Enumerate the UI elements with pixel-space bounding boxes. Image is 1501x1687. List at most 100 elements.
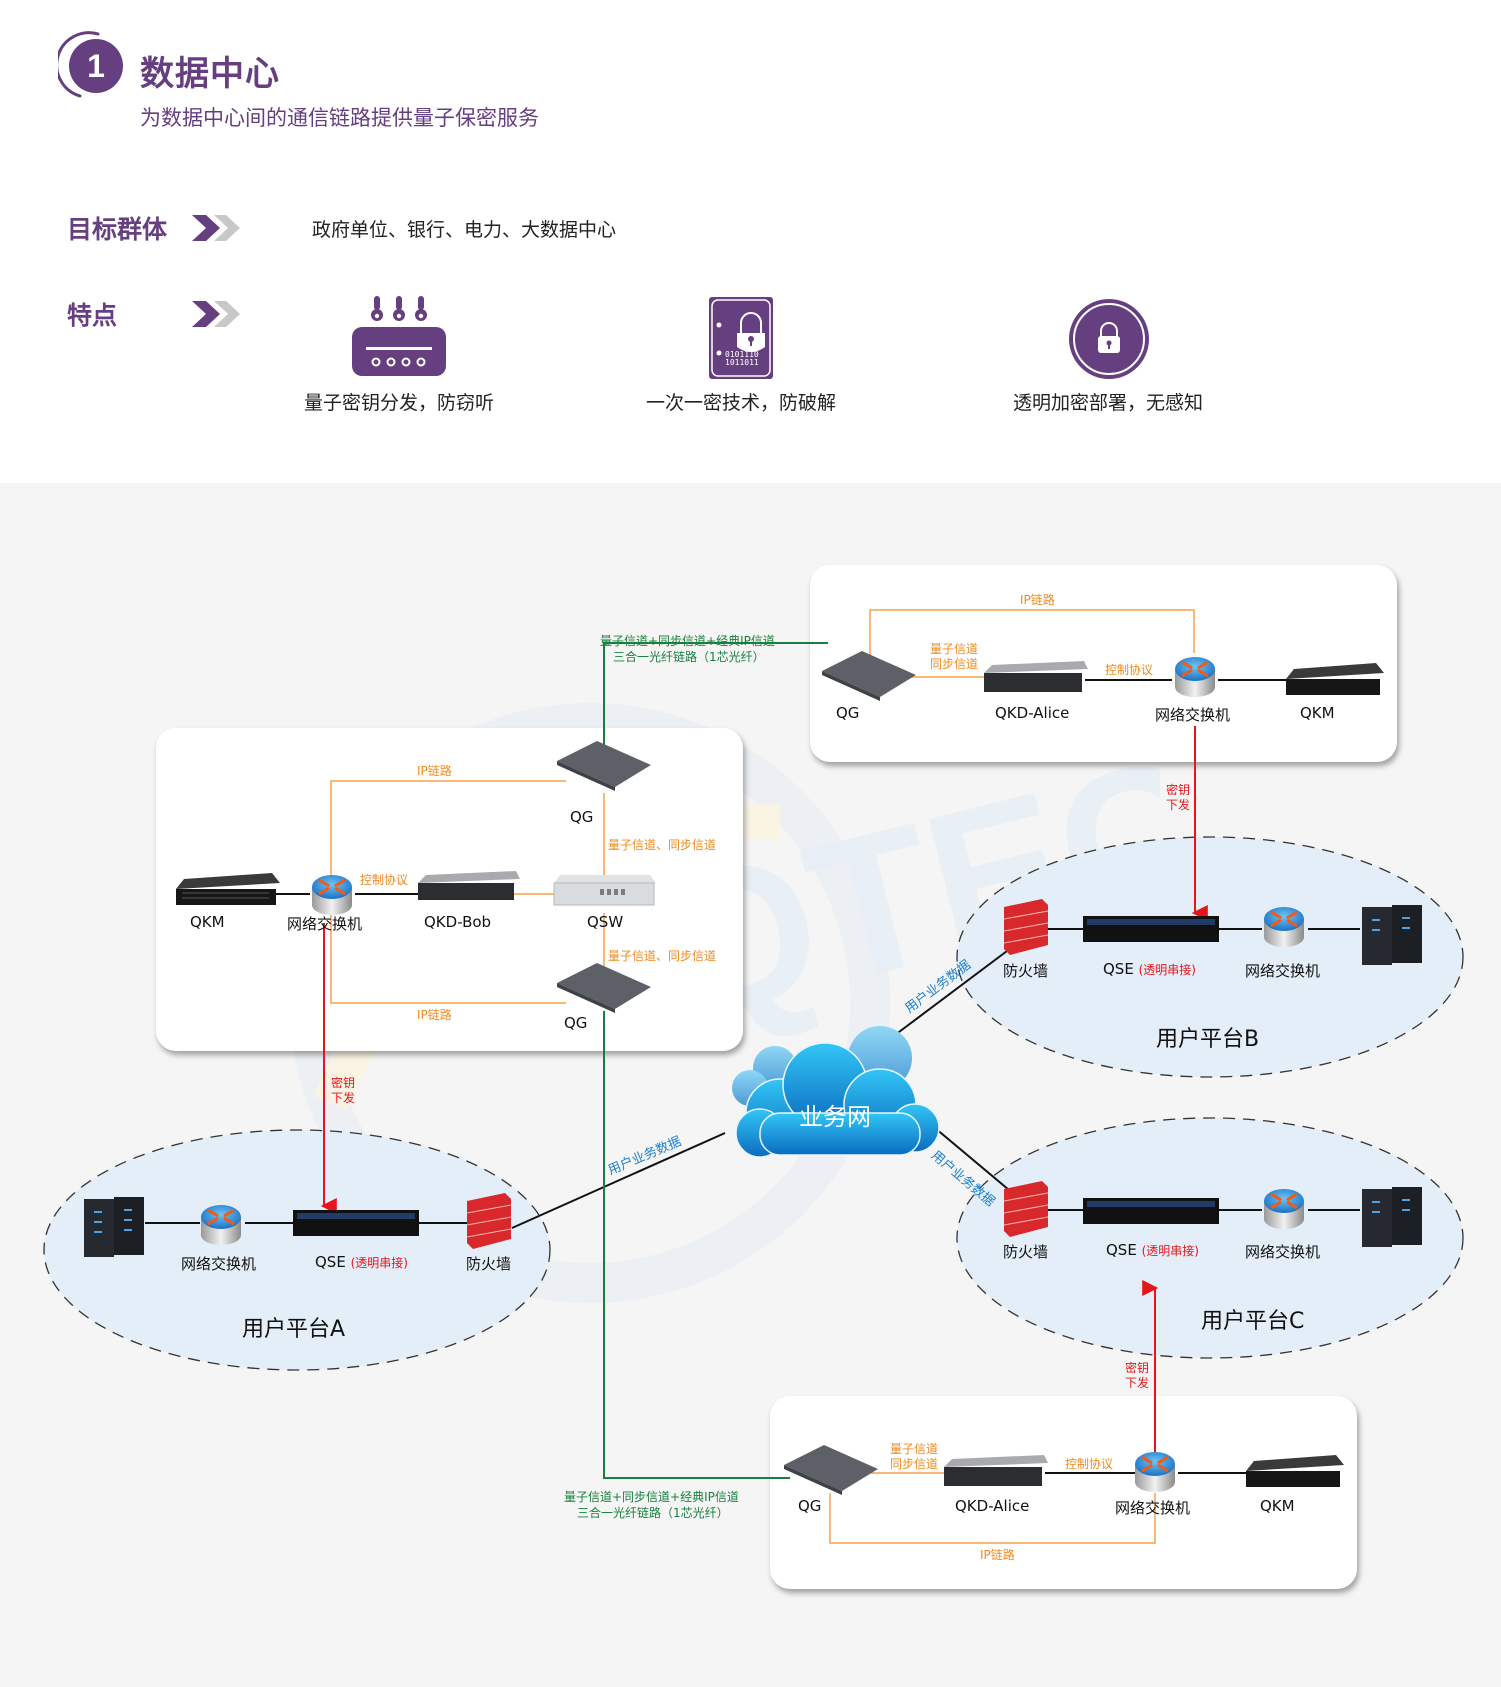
- qse-name: QSE: [315, 1253, 346, 1271]
- site-c-qkd-label: QKD-Alice: [955, 1497, 1030, 1515]
- center-control-protocol: 控制协议: [360, 873, 409, 887]
- site-c-channel-1: 量子信道: [890, 1442, 939, 1456]
- site-b-channel-1: 量子信道: [930, 642, 979, 656]
- center-ip-link-top: IP链路: [417, 764, 452, 778]
- qkm-server-icon: [176, 873, 280, 905]
- platform-c-qse-label: QSE (透明串接): [1106, 1241, 1199, 1259]
- center-qg-top-label: QG: [570, 808, 594, 826]
- user-data-link-c: [934, 1127, 1016, 1196]
- features-label: 特点: [67, 301, 118, 330]
- badge-number: 1: [87, 48, 105, 84]
- double-chevron-icon: [192, 301, 240, 327]
- platform-b-name: 用户平台B: [1156, 1027, 1260, 1052]
- platform-c-name: 用户平台C: [1201, 1309, 1305, 1334]
- circle-lock-icon: [1069, 299, 1149, 379]
- user-data-link-a: [511, 1132, 726, 1229]
- qkd-alice-device-icon: [984, 661, 1088, 692]
- qkd-bob-device-icon: [418, 871, 520, 900]
- fiber-link-top: [603, 642, 828, 755]
- target-group-value: 政府单位、银行、电力、大数据中心: [312, 219, 617, 241]
- server-rack-icon: [84, 1197, 144, 1257]
- qg-device-icon: [822, 651, 916, 701]
- platform-a-area: [43, 1129, 551, 1371]
- platform-c-switch-label: 网络交换机: [1245, 1243, 1321, 1261]
- network-switch-icon: [1264, 1189, 1304, 1229]
- platform-b-firewall-label: 防火墙: [1003, 962, 1049, 980]
- page-title: 数据中心: [140, 54, 280, 94]
- qkm-server-icon: [1246, 1455, 1344, 1487]
- feature-label-2: 一次一密技术，防破解: [645, 392, 836, 414]
- qse-device-icon: [293, 1210, 419, 1236]
- cloud-label: 业务网: [799, 1103, 871, 1131]
- network-switch-icon: [1175, 657, 1215, 697]
- platform-c-firewall-label: 防火墙: [1003, 1243, 1049, 1261]
- feature-label-1: 量子密钥分发，防窃听: [303, 392, 494, 414]
- center-ip-link-bottom: IP链路: [417, 1008, 452, 1022]
- network-switch-icon: [312, 875, 352, 915]
- fiber-link-bottom: [603, 1011, 790, 1479]
- site-b-switch-label: 网络交换机: [1155, 706, 1231, 724]
- site-c-qkm-label: QKM: [1260, 1497, 1295, 1515]
- platform-a-switch-label: 网络交换机: [181, 1255, 257, 1273]
- qkd-alice-device-icon: [944, 1455, 1048, 1486]
- center-qkm-label: QKM: [190, 913, 225, 931]
- key-delivery-c-1: 密钥: [1125, 1361, 1150, 1375]
- qsw-device-icon: [553, 875, 656, 906]
- fiber-bottom-label-1: 量子信道+同步信道+经典IP信道: [564, 1490, 739, 1504]
- key-delivery-c-2: 下发: [1125, 1376, 1150, 1390]
- platform-a-qse-label: QSE (透明串接): [315, 1253, 408, 1271]
- platform-a-name: 用户平台A: [242, 1317, 346, 1342]
- qg-device-icon: [784, 1445, 878, 1495]
- key-delivery-a-1: 密钥: [331, 1076, 356, 1090]
- page-subtitle: 为数据中心间的通信链路提供量子保密服务: [140, 106, 539, 130]
- platform-ellipses: [43, 836, 1464, 1371]
- platform-a-firewall-label: 防火墙: [466, 1255, 512, 1273]
- center-qg-bottom-label: QG: [564, 1014, 588, 1032]
- site-c-channel-2: 同步信道: [890, 1457, 939, 1471]
- binary-line-2: 1011011: [725, 358, 759, 367]
- qse-device-icon: [1083, 916, 1219, 942]
- user-data-link-b: [894, 944, 1016, 1036]
- network-diagram: QTEC: [0, 483, 1501, 1687]
- qse-name: QSE: [1103, 960, 1134, 978]
- site-b-qkd-label: QKD-Alice: [995, 704, 1070, 722]
- network-switch-icon: [1135, 1452, 1175, 1492]
- qse-note: (透明串接): [1138, 963, 1196, 977]
- site-b-qkm-label: QKM: [1300, 704, 1335, 722]
- center-switch-label: 网络交换机: [287, 915, 363, 933]
- server-rack-icon: [1362, 1187, 1422, 1247]
- platform-b-qse-label: QSE (透明串接): [1103, 960, 1196, 978]
- qse-name: QSE: [1106, 1241, 1137, 1259]
- qg-device-icon: [557, 741, 651, 791]
- ip-link-center-top: [330, 780, 566, 904]
- site-b-channel-2: 同步信道: [930, 657, 979, 671]
- fiber-top-label-2: 三合一光纤链路（1芯光纤）: [613, 650, 765, 664]
- business-network-cloud-icon: 业务网: [732, 1026, 940, 1158]
- site-c-control-protocol: 控制协议: [1065, 1457, 1114, 1471]
- center-qsw-label: QSW: [587, 913, 624, 931]
- site-b-ip-link: IP链路: [1020, 593, 1055, 607]
- site-c-panel: [770, 1396, 1357, 1589]
- target-group-label: 目标群体: [67, 215, 168, 244]
- center-qkd-label: QKD-Bob: [424, 913, 492, 931]
- key-delivery-a-2: 下发: [331, 1091, 356, 1105]
- site-b-qg-label: QG: [836, 704, 860, 722]
- fiber-top-label-1: 量子信道+同步信道+经典IP信道: [600, 634, 775, 648]
- platform-b-area: [956, 836, 1464, 1078]
- server-rack-icon: [1362, 905, 1422, 965]
- firewall-icon: [466, 1193, 512, 1249]
- qg-device-icon: [557, 963, 651, 1013]
- qse-note: (透明串接): [1141, 1244, 1199, 1258]
- center-channel-bottom: 量子信道、同步信道: [608, 949, 717, 963]
- ip-link-site-c: [829, 1493, 1156, 1544]
- site-c-switch-label: 网络交换机: [1115, 1499, 1191, 1517]
- platform-b-switch-label: 网络交换机: [1245, 962, 1321, 980]
- site-c-qg-label: QG: [798, 1497, 822, 1515]
- firewall-icon: [1003, 899, 1049, 955]
- platform-c-area: [956, 1117, 1464, 1359]
- site-b-panel: [810, 565, 1397, 762]
- double-chevron-icon: [192, 215, 240, 241]
- site-c-ip-link: IP链路: [980, 1548, 1015, 1562]
- center-channel-top: 量子信道、同步信道: [608, 838, 717, 852]
- ip-link-site-b: [869, 609, 1195, 659]
